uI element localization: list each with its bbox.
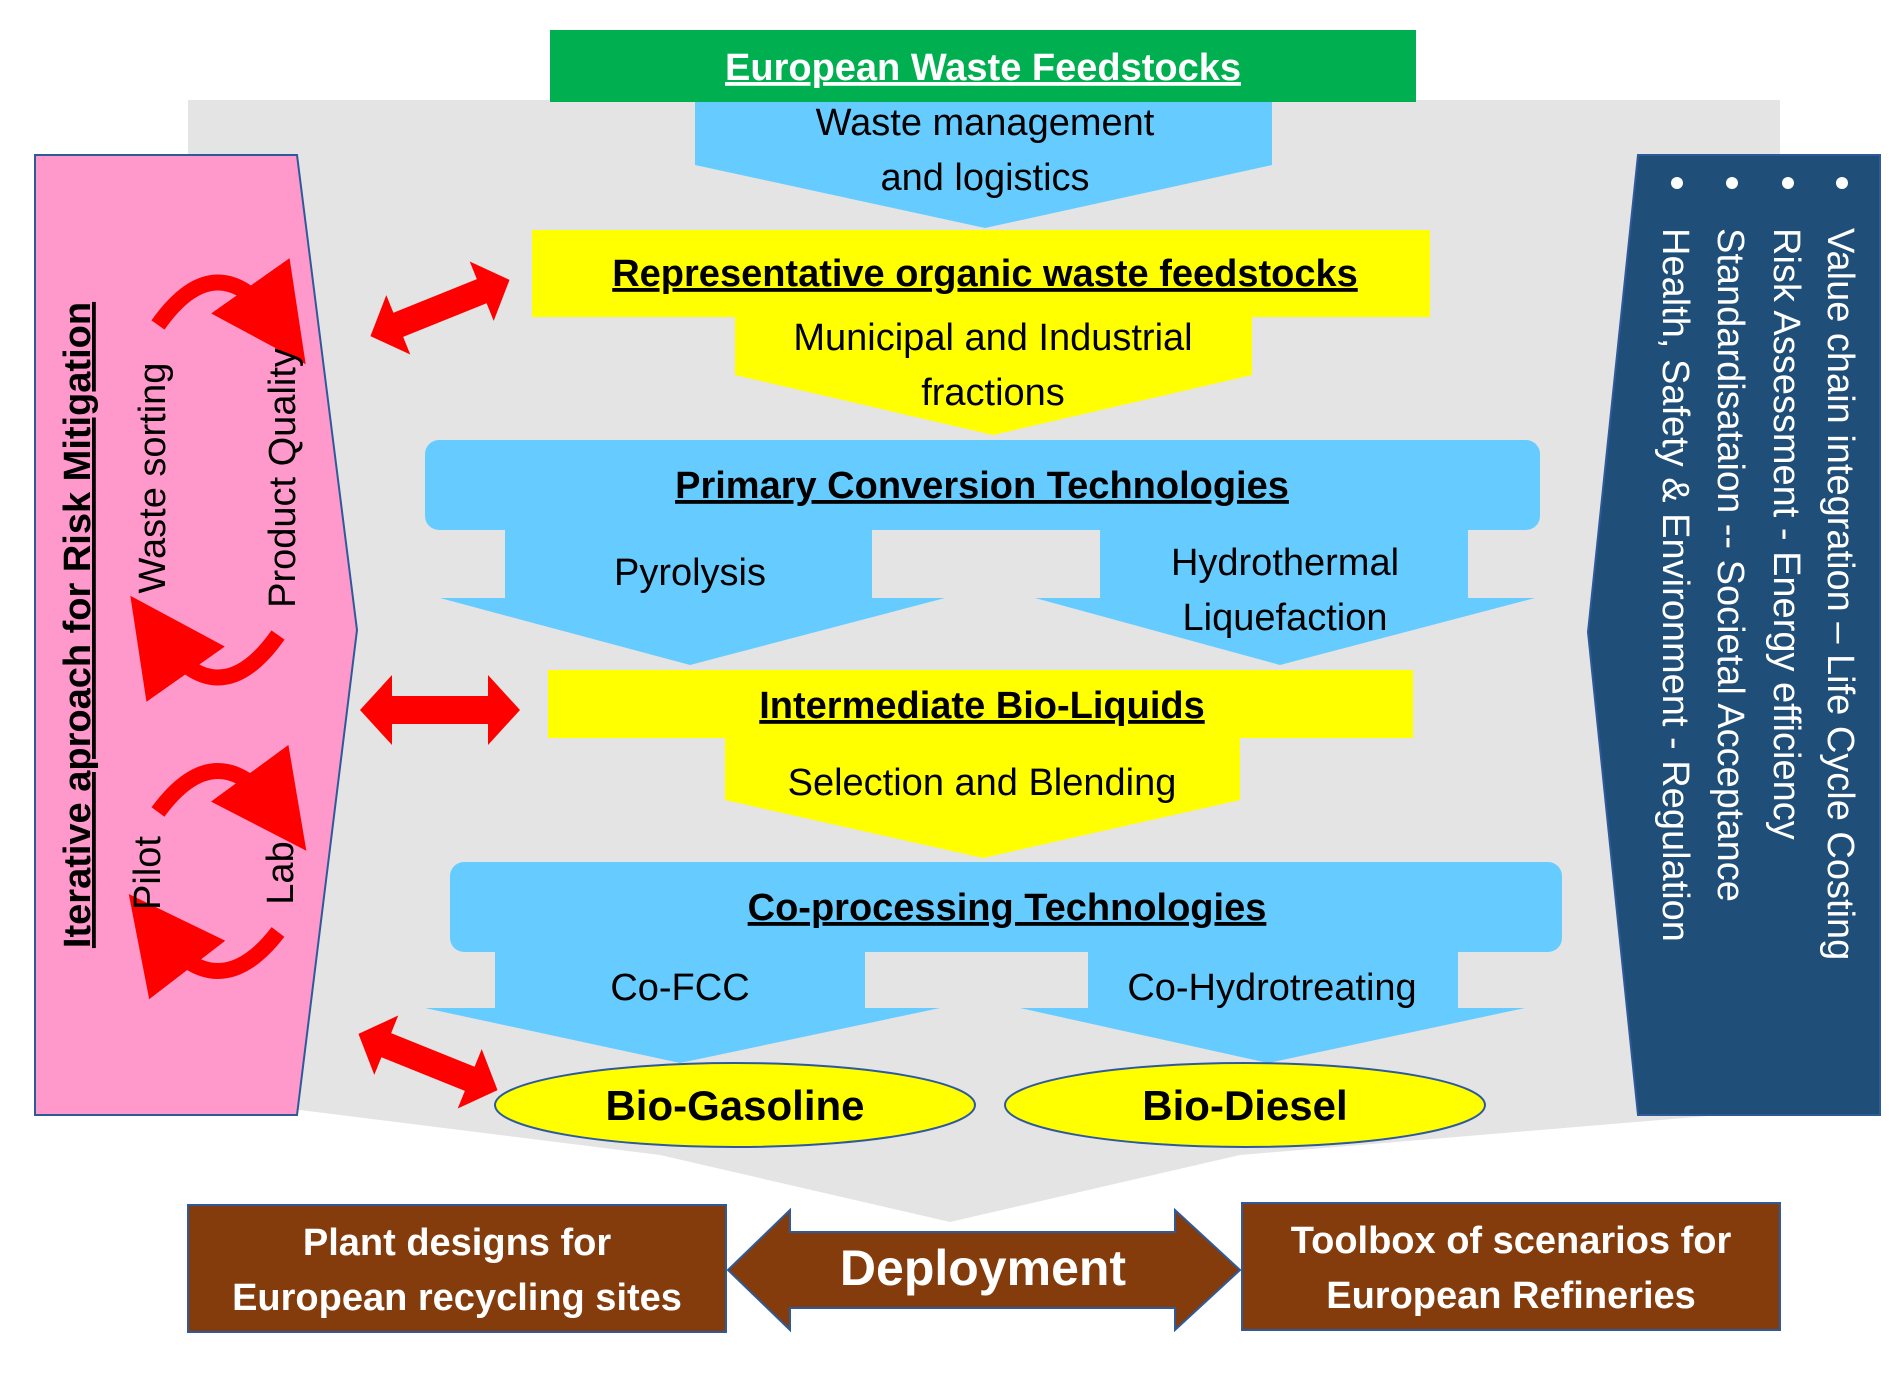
cycle2-left-label: Pilot — [127, 836, 169, 910]
plant-designs-line1: Plant designs for — [303, 1222, 611, 1264]
right-panel-bullets — [1671, 177, 1848, 189]
deployment-arrow — [726, 1207, 1242, 1333]
right-panel-item-4: Health, Safety & Environment - Regulatio… — [1654, 228, 1696, 942]
cohydro-arrow — [1020, 950, 1525, 1063]
feedstocks-line2: fractions — [921, 372, 1065, 414]
toolbox-line1: Toolbox of scenarios for — [1291, 1220, 1732, 1262]
cohydro-label: Co-Hydrotreating — [1127, 967, 1416, 1009]
plant-designs-box — [187, 1204, 727, 1333]
waste-feedstocks-header — [550, 30, 1416, 102]
intermediate-title: Intermediate Bio-Liquids — [759, 685, 1204, 727]
cycle1-bottom-arrow — [130, 595, 285, 702]
bio-gasoline-label: Bio-Gasoline — [605, 1082, 864, 1129]
right-panel — [1586, 154, 1881, 1116]
waste-management-line2: and logistics — [880, 157, 1089, 199]
double-arrow-bottom — [358, 1015, 498, 1109]
cofcc-label: Co-FCC — [610, 967, 749, 1009]
pyrolysis-arrow — [440, 528, 945, 665]
bullet-1 — [1836, 177, 1848, 189]
cycle1-top-arrow — [151, 258, 306, 365]
bullet-2 — [1782, 177, 1794, 189]
coprocessing-box — [450, 862, 1562, 952]
feedstocks-arrow — [735, 317, 1252, 435]
waste-management-arrow — [695, 102, 1272, 228]
deployment-label: Deployment — [840, 1240, 1127, 1296]
htl-label-line2: Liquefaction — [1183, 597, 1388, 639]
toolbox-line2: European Refineries — [1326, 1275, 1696, 1317]
bullet-4 — [1671, 177, 1683, 189]
right-panel-item-2: Risk Assessment - Energy efficiency — [1765, 228, 1807, 840]
feedstocks-box — [532, 230, 1430, 317]
right-panel-item-3: Standardisataion -- Societal Acceptance — [1709, 228, 1751, 902]
primary-title: Primary Conversion Technologies — [675, 465, 1289, 507]
double-arrow-middle — [360, 675, 520, 745]
htl-arrow — [1035, 528, 1535, 665]
cycle2-top-arrow — [151, 744, 307, 851]
intermediate-arrow — [725, 738, 1240, 858]
coprocessing-title: Co-processing Technologies — [748, 887, 1267, 929]
cycle2-right-label: Lab — [260, 841, 302, 904]
cycle1-left-label: Waste sorting — [132, 363, 174, 594]
pyrolysis-label: Pyrolysis — [614, 552, 766, 594]
bio-diesel-ellipse — [1004, 1062, 1486, 1148]
bullet-3 — [1726, 177, 1738, 189]
waste-feedstocks-title: European Waste Feedstocks — [725, 47, 1241, 89]
toolbox-box — [1241, 1202, 1781, 1331]
plant-designs-line2: European recycling sites — [232, 1277, 682, 1319]
left-panel-title: Iterative aproach for Risk Mitigation — [57, 302, 99, 948]
primary-box — [425, 440, 1540, 530]
feedstocks-title: Representative organic waste feedstocks — [612, 253, 1358, 295]
htl-label-line1: Hydrothermal — [1171, 542, 1399, 584]
intermediate-box — [548, 670, 1413, 738]
waste-management-line1: Waste management — [816, 102, 1155, 144]
cycle2-bottom-arrow — [128, 893, 285, 1000]
intermediate-sub: Selection and Blending — [788, 762, 1177, 804]
double-arrow-top — [370, 261, 510, 355]
feedstocks-line1: Municipal and Industrial — [793, 317, 1192, 359]
right-panel-item-1: Value chain integration – Life Cycle Cos… — [1819, 228, 1861, 960]
cycle1-right-label: Product Quality — [262, 348, 304, 608]
bio-diesel-label: Bio-Diesel — [1142, 1082, 1347, 1129]
cofcc-arrow — [425, 950, 940, 1063]
bio-gasoline-ellipse — [494, 1062, 976, 1148]
